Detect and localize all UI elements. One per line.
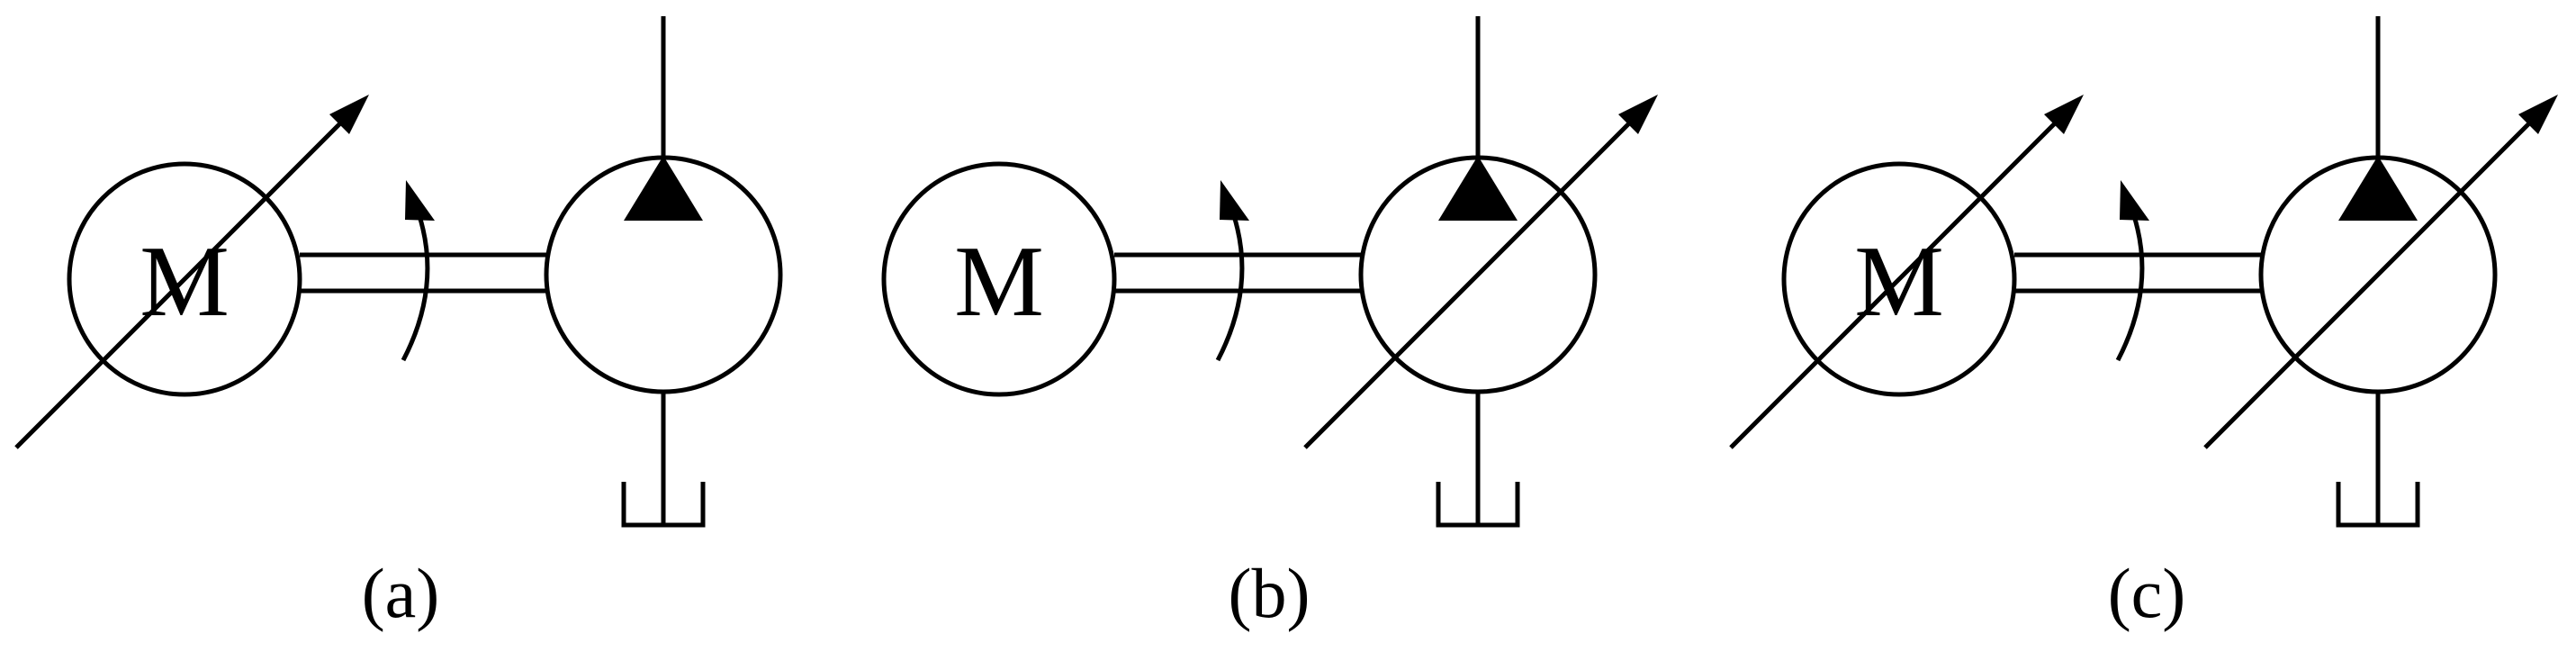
pump-variable-arrow-icon xyxy=(2203,95,2558,449)
motor: M xyxy=(1729,95,2084,449)
rotation-direction-arrow-icon xyxy=(2115,180,2149,362)
pump xyxy=(544,16,783,528)
motor-circle xyxy=(67,161,302,397)
pump-variable-arrow-icon xyxy=(1303,95,1658,449)
pump xyxy=(1303,16,1658,528)
motor: M xyxy=(14,95,369,449)
rotation-direction-arrow-icon xyxy=(1215,180,1249,362)
motor-variable-arrow-icon xyxy=(1729,95,2084,449)
panel-caption: (c) xyxy=(2108,554,2186,632)
tank-icon xyxy=(621,482,706,528)
panel-caption: (b) xyxy=(1229,554,1311,632)
panel-c: M (c) xyxy=(1729,16,2558,632)
motor: M xyxy=(881,161,1117,397)
panel-a: M (a) xyxy=(14,16,783,632)
panel-b: M (b) xyxy=(881,16,1658,632)
pump-direction-triangle-icon xyxy=(1438,156,1518,221)
pump xyxy=(2203,16,2558,528)
coupling-shaft xyxy=(1114,252,1361,294)
motor-variable-arrow-icon xyxy=(14,95,369,449)
tank-icon xyxy=(2336,482,2420,528)
panel-caption: (a) xyxy=(362,554,440,632)
pump-direction-triangle-icon xyxy=(2338,156,2418,221)
rotation-direction-arrow-icon xyxy=(401,180,435,362)
motor-circle xyxy=(881,161,1117,397)
motor-circle xyxy=(1781,161,2017,397)
pump-direction-triangle-icon xyxy=(624,156,703,221)
tank-icon xyxy=(1436,482,1520,528)
coupling-shaft xyxy=(2014,252,2261,294)
coupling-shaft xyxy=(300,252,546,294)
motor-label: M xyxy=(954,226,1044,338)
